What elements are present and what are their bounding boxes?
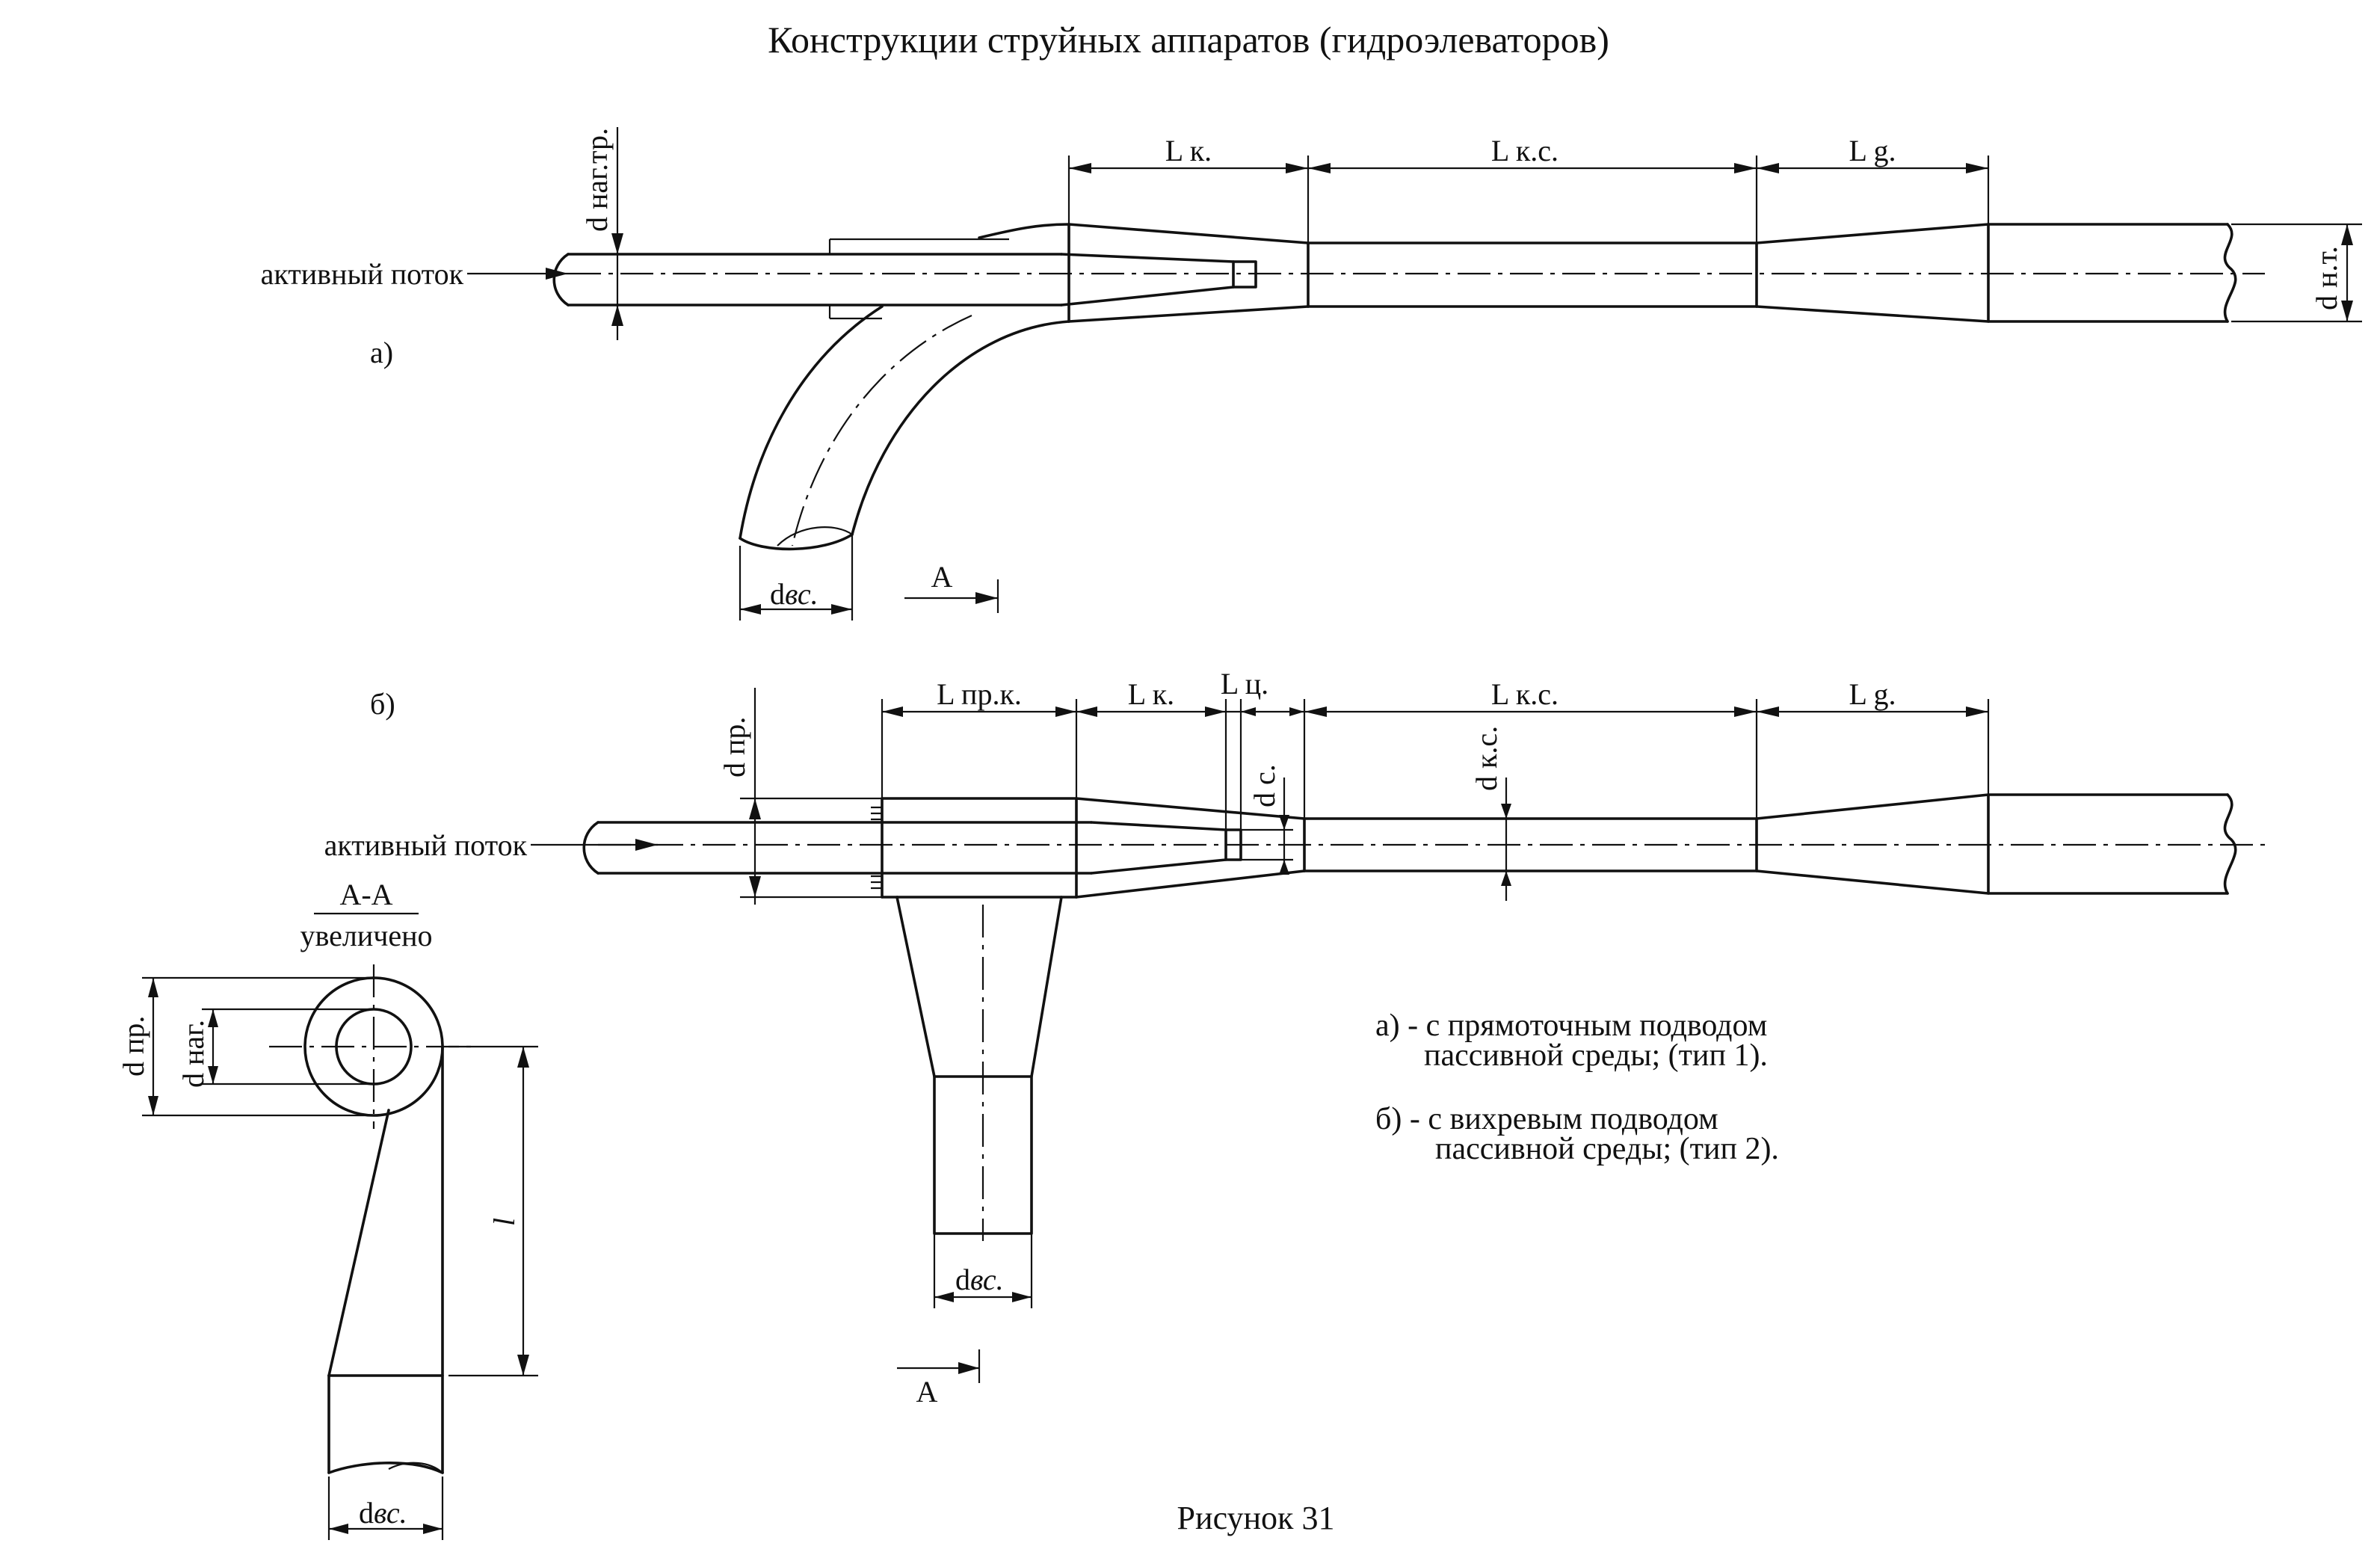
dim-d-vs-a: dвс. (770, 577, 818, 611)
dim-d-nag-section: d наг. (176, 1020, 210, 1088)
dim-l-prk-b: L пр.к. (937, 677, 1022, 711)
dim-l-k-b: L к. (1128, 677, 1174, 711)
section-view-a-a: А-А увеличено l d пр. d наг. (117, 878, 538, 1540)
dim-l-g-a: L g. (1849, 134, 1896, 167)
drawing-title: Конструкции струйных аппаратов (гидроэле… (768, 19, 1609, 61)
dim-d-nag-tr-a: d наг.тр. (580, 128, 614, 232)
dim-l-g-b: L g. (1849, 677, 1896, 711)
section-mark-a-top: A (931, 560, 953, 594)
legend-b-line2: пассивной среды; (тип 2). (1435, 1132, 1779, 1166)
variant-a-drawing (552, 223, 2265, 551)
dim-d-nt-a: d н.т. (2310, 246, 2343, 310)
dim-d-vs-b: dвс. (955, 1263, 1004, 1296)
section-subtitle: увеличено (300, 919, 432, 952)
variant-a-dimensions: d наг.тр. активный поток а) L к. L к.с. … (261, 127, 2362, 621)
dim-l-k-a: L к. (1165, 134, 1212, 167)
flow-label-a: активный поток (261, 257, 464, 291)
legend-a-line1: а) - с прямоточным подводом (1375, 1009, 1767, 1043)
legend-a-line2: пассивной среды; (тип 1). (1424, 1038, 1768, 1073)
flow-label-b: активный поток (324, 828, 528, 862)
dim-d-pr-b: d пр. (718, 717, 751, 778)
legend: а) - с прямоточным подводом пассивной ср… (1375, 1009, 1779, 1166)
section-title: А-А (339, 878, 392, 911)
variant-b-marker: б) (370, 687, 395, 721)
dim-d-ks-b: d к.с. (1470, 726, 1503, 791)
dim-d-pr-section: d пр. (117, 1016, 150, 1077)
dim-l-ks-a: L к.с. (1491, 134, 1559, 167)
section-mark-a-bottom: A (916, 1375, 938, 1408)
variant-b-dimensions: б) активный поток d пр. L пр.к. L к. (324, 667, 1990, 1408)
dim-l-ks-b: L к.с. (1491, 677, 1559, 711)
dim-l-section: l (487, 1218, 521, 1226)
dim-d-c-b: d с. (1248, 764, 1281, 807)
legend-b-line1: б) - с вихревым подводом (1375, 1102, 1718, 1136)
dim-d-vs-section: dвс. (359, 1496, 407, 1530)
figure-caption: Рисунок 31 (1177, 1500, 1335, 1536)
variant-a-marker: а) (370, 336, 393, 369)
dim-l-c-b: L ц. (1221, 667, 1268, 700)
variant-b-drawing (582, 793, 2272, 1241)
